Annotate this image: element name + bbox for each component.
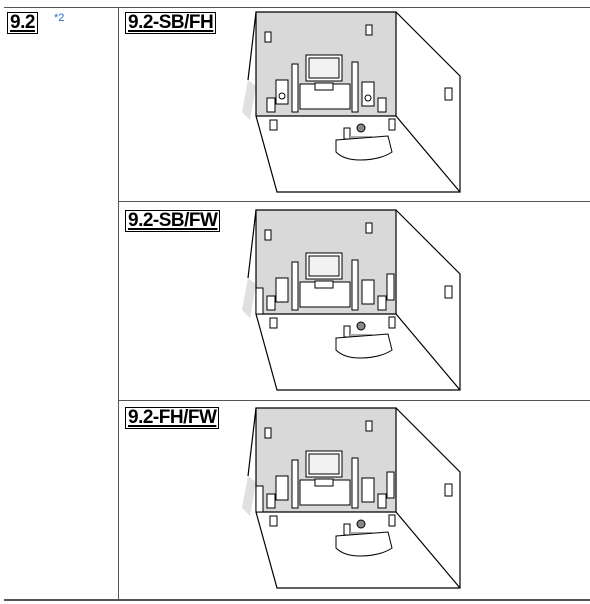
front-height-speakers [264, 24, 373, 43]
front-speakers [275, 61, 375, 113]
subwoofers [266, 97, 387, 113]
speaker-room-diagram-sb-fh [242, 11, 461, 193]
footnote-marker: *2 [54, 12, 65, 24]
column-divider [118, 7, 119, 600]
listener-and-sofa [335, 123, 393, 161]
layout-label-sb-fh: 9.2-SB/FH [125, 12, 217, 34]
speaker-room-diagram-sb-fw [242, 209, 461, 391]
layout-label-fh-fw: 9.2-FH/FW [125, 407, 220, 429]
mode-label: 9.2 [7, 12, 38, 34]
table-bottom-border [4, 599, 590, 601]
tv-and-rack [299, 54, 351, 110]
surround-speakers [269, 87, 453, 140]
table-top-border [4, 7, 590, 8]
speaker-room-diagram-fh-fw [242, 407, 461, 589]
row-divider-1 [119, 201, 590, 202]
layout-label-sb-fw: 9.2-SB/FW [125, 210, 221, 232]
row-divider-2 [119, 400, 590, 401]
